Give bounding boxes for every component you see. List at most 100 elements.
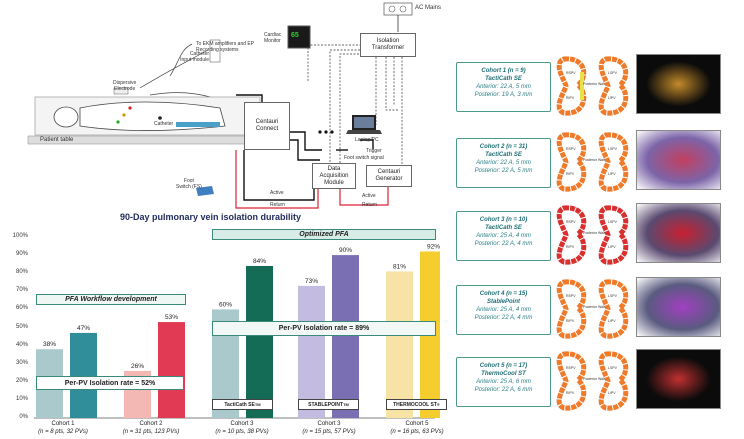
- bar-value-label: 73%: [305, 278, 318, 285]
- electroanatomic-map-image: [636, 277, 721, 337]
- cohort-catheter: StablePoint: [486, 299, 520, 305]
- active-label-1: Active: [270, 190, 284, 196]
- y-tick-label: 60%: [15, 305, 28, 312]
- bar-value-label: 53%: [165, 314, 178, 321]
- catheter-input-module-label: Catheter Input module: [180, 51, 209, 63]
- bar-value-label: 47%: [77, 325, 90, 332]
- x-category-label: Cohort 2(n = 31 pts, 123 PVs): [122, 421, 180, 435]
- ekm-label: To EKM amplifiers and EP Recording syste…: [196, 41, 255, 53]
- y-tick-label: 20%: [15, 377, 28, 384]
- lesion-ring: [598, 56, 629, 116]
- chart-plot: 38%47%26%53%60%84%73%90%81%92%: [34, 243, 440, 419]
- isolation-transformer: Isolation Transformer: [360, 33, 416, 57]
- bar-value-label: 38%: [43, 341, 56, 348]
- cohort-anterior: Anterior: 25 A, 4 mm: [476, 307, 531, 313]
- lesion-map-label: LSPV: [608, 366, 617, 370]
- bar-value-label: 92%: [427, 243, 440, 250]
- cohort-catheter: TactiCath SE: [485, 152, 522, 158]
- electroanatomic-map-image: [636, 203, 721, 263]
- lesion-map-label: RSPV: [566, 220, 576, 224]
- y-tick-label: 40%: [15, 341, 28, 348]
- y-tick-label: 10%: [15, 395, 28, 402]
- cohort-info-box: Cohort 5 (n = 17) ThermoCool ST Anterior: …: [456, 357, 551, 407]
- data-acquisition-module: Data Acquisition Module: [312, 163, 356, 189]
- lesion-map-label: RSPV: [566, 147, 576, 151]
- y-tick-label: 100%: [12, 233, 28, 239]
- lesion-map-label: Posterior Wall: [583, 231, 605, 235]
- lesion-ring: [598, 205, 629, 265]
- lesion-map: [556, 351, 629, 411]
- lesion-map-label: RIPV: [566, 391, 575, 395]
- lesion-map-label: LSPV: [608, 220, 617, 224]
- lesion-map: [556, 205, 629, 265]
- x-category-label: Cohort 3(n = 15 pts, 57 PVs): [302, 421, 356, 435]
- cohort-info-box: Cohort 3 (n = 10) TactiCath SE Anterior: 2…: [456, 211, 551, 261]
- active-label-2: Active: [362, 193, 376, 199]
- cohort-posterior: Posterior: 22 A, 4 mm: [474, 315, 533, 321]
- y-tick-label: 70%: [15, 287, 28, 294]
- bar: [298, 285, 325, 418]
- lesion-map-label: Posterior Wall: [583, 305, 605, 309]
- lesion-ring: [598, 351, 629, 411]
- x-category-label: Cohort 1(n = 8 pts, 32 PVs): [38, 421, 88, 435]
- cohort-catheter: TactiCath SE: [485, 225, 522, 231]
- bar-value-label: 90%: [339, 247, 352, 254]
- lesion-map-label: RSPV: [566, 366, 576, 370]
- cohort-anterior: Anterior: 25 A, 6 mm: [476, 379, 531, 385]
- cohort-posterior: Posterior: 22 A, 4 mm: [474, 241, 533, 247]
- centauri-generator: Centauri Generator: [366, 165, 412, 187]
- y-tick-label: 0%: [19, 414, 28, 420]
- cohort-catheter: ThermoCool ST: [481, 371, 526, 377]
- electroanatomic-map-image: [636, 130, 721, 190]
- cohort-title: Cohort 1 (n = 9): [481, 68, 526, 74]
- lesion-ring: [598, 279, 629, 339]
- cohort-anterior: Anterior: 25 A, 4 mm: [476, 233, 531, 239]
- monitor-value: 65: [291, 32, 299, 39]
- workflow-group-label: PFA Workflow development: [36, 294, 186, 305]
- dispersive-electrode-label: Dispersive Electrode: [113, 80, 137, 92]
- setup-wiring: [27, 2, 413, 209]
- y-tick-label: 50%: [15, 323, 28, 330]
- lesion-map: [556, 132, 629, 192]
- laptop-label: Laptop/PC: [355, 137, 379, 143]
- bar-value-label: 26%: [131, 363, 144, 370]
- return-label-1: Return: [270, 202, 286, 208]
- bar: [332, 255, 359, 418]
- centauri-connect: Centauri Connect: [244, 102, 290, 150]
- bar: [70, 332, 97, 418]
- lesion-map-label: LIPV: [608, 96, 616, 100]
- optimized-rate: Per-PV Isolation rate = 89%: [212, 321, 436, 336]
- bar-value-label: 60%: [219, 301, 232, 308]
- lesion-ring: [598, 132, 629, 192]
- patient-table-label: Patient table: [40, 137, 74, 143]
- foot-switch-signal-label: Foot switch signal: [344, 155, 384, 161]
- y-tick-label: 30%: [15, 359, 28, 366]
- foot-switch-label: Foot Switch (FS): [176, 178, 202, 190]
- lesion-map-label: RSPV: [566, 294, 576, 298]
- x-category-label: Cohort 5(n = 16 pts, 63 PVs): [390, 421, 444, 435]
- cohort-title: Cohort 5 (n = 17): [479, 363, 528, 369]
- lesion-map-label: LIPV: [608, 391, 616, 395]
- lesion-map-label: Posterior Wall: [583, 158, 605, 162]
- lesion-map-label: LIPV: [608, 319, 616, 323]
- lesion-map-label: LSPV: [608, 294, 617, 298]
- lesion-ring: [556, 132, 587, 192]
- cohort-posterior: Posterior: 19 A, 3 mm: [474, 92, 533, 98]
- electroanatomic-map-image: [636, 349, 721, 409]
- cardiac-monitor-label: Cardiac Monitor: [264, 32, 282, 44]
- cohort-anterior: Anterior: 22 A, 5 mm: [476, 84, 531, 90]
- catheter-label: Catheter: [154, 121, 174, 127]
- lesion-map-label: RSPV: [566, 71, 576, 75]
- lesion-map-label: RIPV: [566, 172, 575, 176]
- chart-title: 90-Day pulmonary vein isolation durabili…: [120, 212, 302, 222]
- cohort-title: Cohort 3 (n = 10): [479, 217, 528, 223]
- return-label-2: Return: [362, 202, 378, 208]
- cohort-anterior: Anterior: 22 A, 5 mm: [476, 160, 531, 166]
- lesion-map-label: Posterior Wall: [583, 377, 605, 381]
- lesion-ring: [556, 351, 587, 411]
- x-category-label: Cohort 3(n = 10 pts, 38 PVs): [215, 421, 269, 435]
- ac-mains-label: AC Mains: [415, 5, 442, 11]
